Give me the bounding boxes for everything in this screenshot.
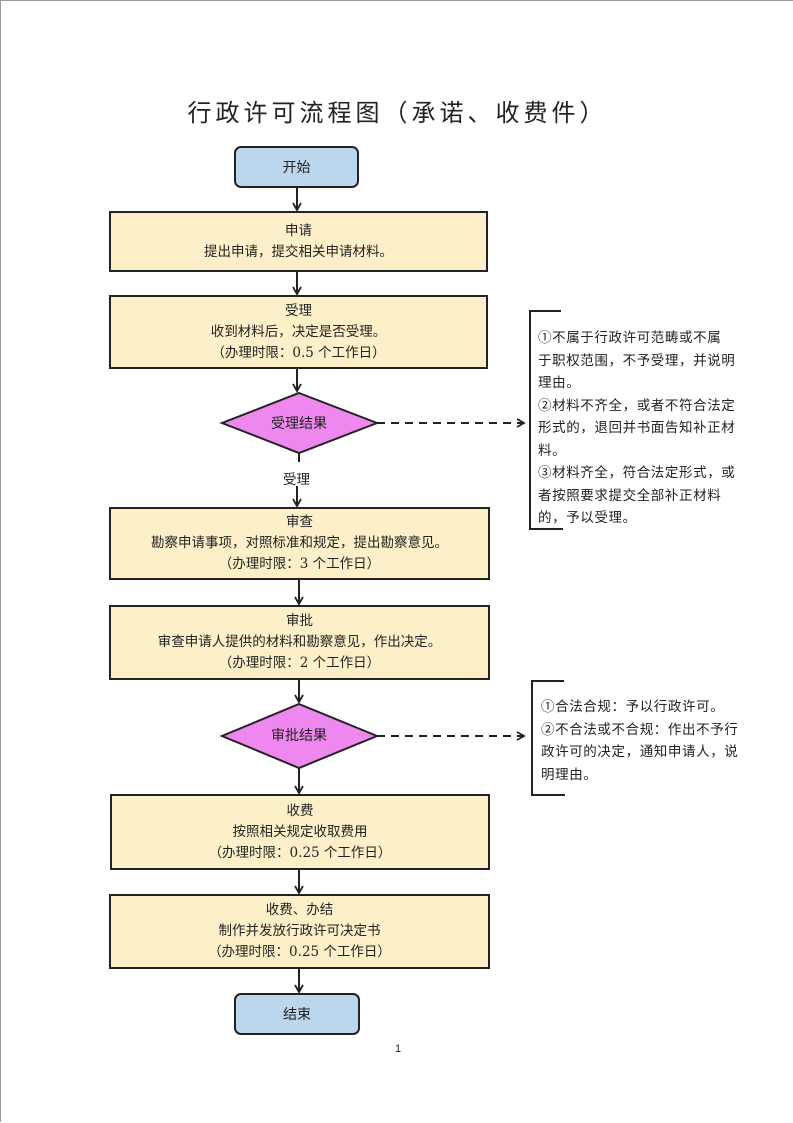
node-finish-title: 收费、办结 xyxy=(265,902,334,918)
node-review-title: 审查 xyxy=(286,514,313,530)
node-end: 结束 xyxy=(234,993,360,1035)
node-apply-title: 申请 xyxy=(285,222,312,239)
note-line: ②材料不齐全，或者不符合法定 xyxy=(538,397,736,414)
note-line: ①合法合规：予以行政许可。 xyxy=(541,699,725,715)
note-line: 理由。 xyxy=(538,375,581,391)
note-line: ②不合法或不合规：作出不予行 xyxy=(541,721,739,738)
edge-label-accepted: 受理 xyxy=(283,472,310,488)
node-fee-desc: 按照相关规定收取费用 xyxy=(232,823,368,840)
note-line: 形式的，退回并书面告知补正材 xyxy=(538,420,736,436)
note-line: 者按照要求提交全部补正材料 xyxy=(538,487,722,504)
node-approve-time: （办理时限：2 个工作日） xyxy=(218,655,381,671)
note-line: ①不属于行政许可范畴或不属 xyxy=(538,330,722,346)
note-line: 明理由。 xyxy=(541,766,598,783)
node-apply-desc: 提出申请，提交相关申请材料。 xyxy=(204,243,393,260)
note-accept-result: ①不属于行政许可范畴或不属 于职权范围，不予受理，并说明 理由。 ②材料不齐全，… xyxy=(538,327,735,530)
decision-approve-result-label: 审批结果 xyxy=(271,728,327,744)
node-end-label: 结束 xyxy=(283,1007,311,1023)
node-fee-time: （办理时限：0.25 个工作日） xyxy=(208,844,392,861)
node-finish-time: （办理时限：0.25 个工作日） xyxy=(208,944,391,960)
note-line: 政许可的决定，通知申请人，说 xyxy=(541,744,739,760)
node-review: 审查 勘察申请事项，对照标准和规定，提出勘察意见。 （办理时限：3 个工作日） xyxy=(109,507,490,580)
node-start: 开始 xyxy=(234,146,359,188)
node-accept: 受理 收到材料后，决定是否受理。 （办理时限：0.5 个工作日） xyxy=(109,295,488,369)
note-approve-result: ①合法合规：予以行政许可。 ②不合法或不合规：作出不予行 政许可的决定，通知申请… xyxy=(541,696,738,786)
node-apply: 申请 提出申请，提交相关申请材料。 xyxy=(109,211,488,272)
note-line: 料。 xyxy=(538,442,567,459)
note-line: 于职权范围，不予受理，并说明 xyxy=(538,352,736,369)
node-start-label: 开始 xyxy=(282,160,311,176)
note-line: ③材料齐全，符合法定形式，或 xyxy=(538,465,736,481)
node-review-desc: 勘察申请事项，对照标准和规定，提出勘察意见。 xyxy=(151,535,448,551)
node-fee-title: 收费 xyxy=(286,802,314,819)
node-fee: 收费 按照相关规定收取费用 （办理时限：0.25 个工作日） xyxy=(110,794,490,870)
decision-accept-result-label: 受理结果 xyxy=(271,416,327,432)
bracket-accept-note xyxy=(529,310,563,530)
node-accept-title: 受理 xyxy=(285,302,312,319)
bracket-approve-note xyxy=(531,680,565,796)
note-line: 的，予以受理。 xyxy=(538,510,637,526)
node-approve: 审批 审查申请人提供的材料和勘察意见，作出决定。 （办理时限：2 个工作日） xyxy=(109,605,490,680)
node-finish: 收费、办结 制作并发放行政许可决定书 （办理时限：0.25 个工作日） xyxy=(109,894,490,969)
page-title: 行政许可流程图（承诺、收费件） xyxy=(187,99,608,127)
node-accept-desc: 收到材料后，决定是否受理。 xyxy=(210,323,387,340)
node-accept-time: （办理时限：0.5 个工作日） xyxy=(211,344,386,361)
node-approve-title: 审批 xyxy=(286,613,313,629)
node-finish-desc: 制作并发放行政许可决定书 xyxy=(218,923,381,939)
node-review-time: （办理时限：3 个工作日） xyxy=(218,556,381,572)
page-number: 1 xyxy=(395,1043,402,1055)
node-approve-desc: 审查申请人提供的材料和勘察意见，作出决定。 xyxy=(157,634,442,650)
